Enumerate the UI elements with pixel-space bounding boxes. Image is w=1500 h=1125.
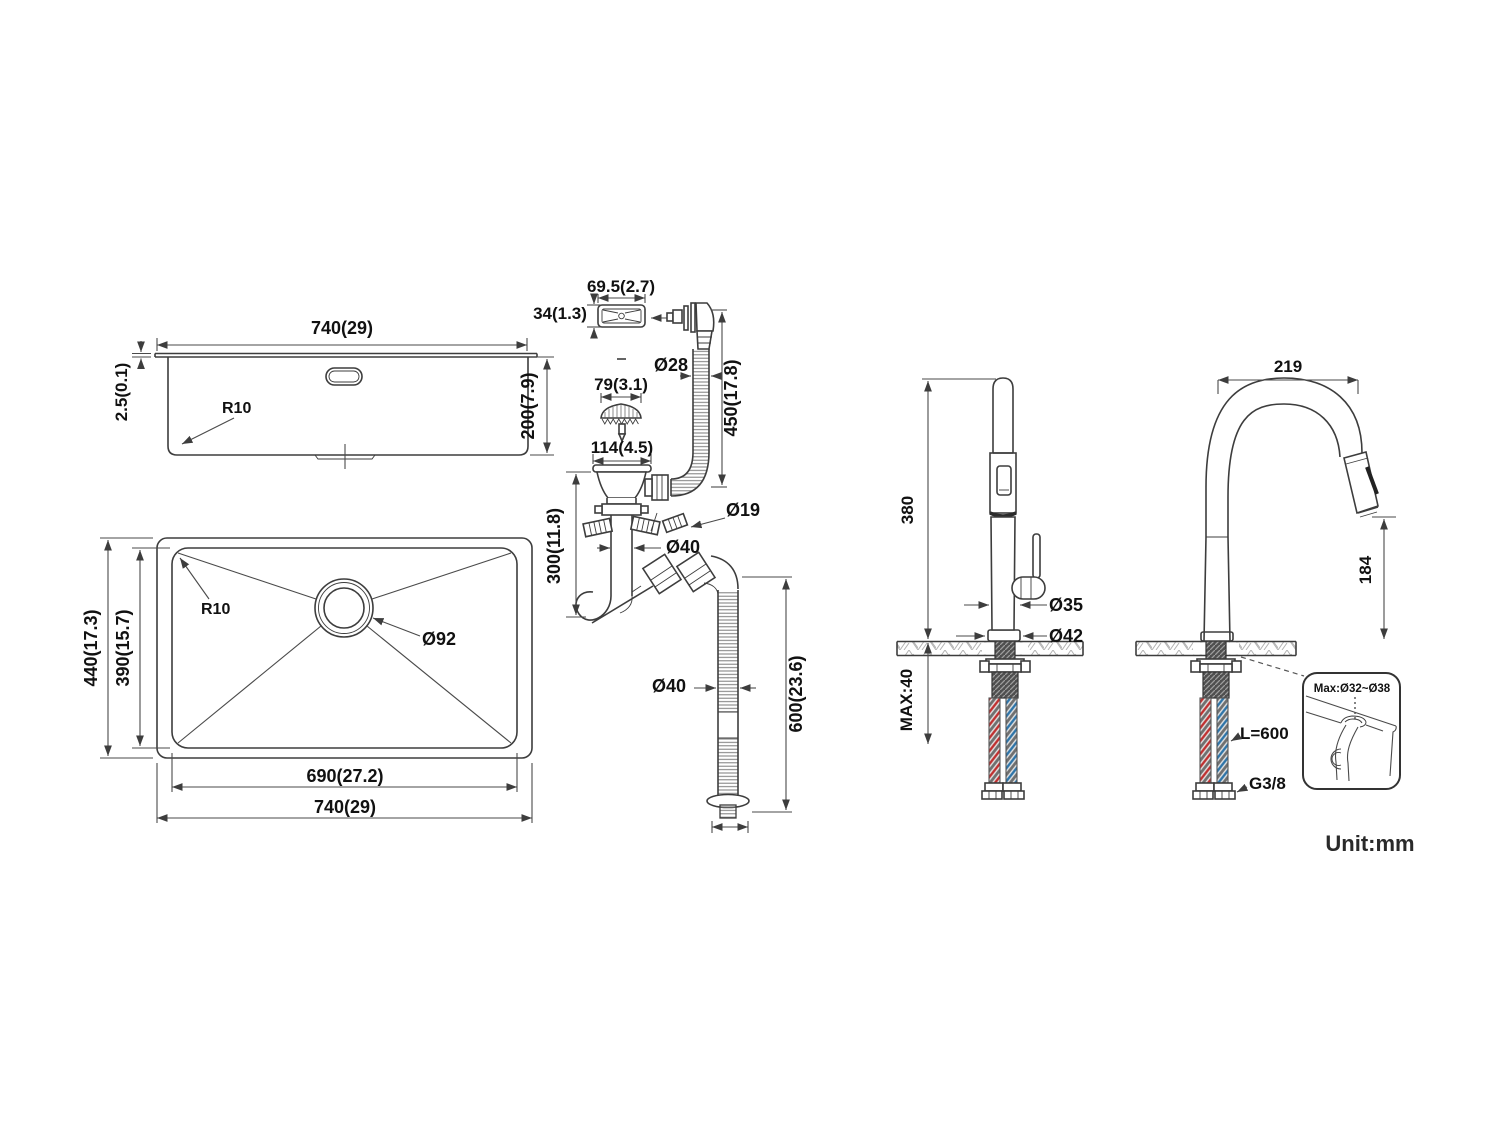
dim-spout-reach: 219	[1274, 357, 1302, 376]
label-drain-diameter: Ø92	[422, 629, 456, 649]
dim-pipe-diameter: Ø40	[666, 537, 700, 557]
faucet-side-view: 219 184 L=600 G3/8 Max:Ø32~Ø38	[1135, 357, 1401, 800]
dim-body-diameter: Ø35	[1049, 595, 1083, 615]
dim-inner-length: 390(15.7)	[113, 609, 133, 686]
handle-hub	[1011, 576, 1046, 600]
threaded-shank	[1205, 640, 1227, 660]
dim-hose-length: 600(23.6)	[786, 655, 806, 732]
cold-supply-hose	[1216, 697, 1229, 784]
spray-button	[996, 465, 1012, 496]
sink-top-view: R10 Ø92 440(17.3) 390(15.7) 690(27.2) 74…	[81, 537, 533, 823]
label-thread-size: G3/8	[1249, 774, 1286, 793]
dim-outer-length: 440(17.3)	[81, 609, 101, 686]
dim-side-width: 740(29)	[311, 318, 373, 338]
cold-supply-hose	[1005, 697, 1018, 784]
dim-side-depth: 200(7.9)	[518, 372, 538, 439]
dim-branch-diameter: Ø19	[726, 500, 760, 520]
label-corner-radius-side: R10	[222, 400, 251, 417]
faucet-base	[987, 629, 1021, 642]
label-hole-range: Max:Ø32~Ø38	[1314, 683, 1391, 695]
dim-strainer-diameter: 79(3.1)	[594, 375, 648, 394]
overflow-cover	[597, 304, 646, 328]
dim-base-diameter: Ø42	[1049, 626, 1083, 646]
dim-trap-height: 300(11.8)	[544, 508, 564, 584]
faucet-front-view: 380 Ø35 Ø42 MAX:40	[896, 377, 1084, 800]
faucet-body	[992, 377, 1014, 453]
faucet-base	[1200, 631, 1234, 642]
dim-outer-width: 740(29)	[314, 797, 376, 817]
dim-overflow-hose-length: 450(17.8)	[721, 359, 741, 436]
overflow-slot	[325, 367, 363, 386]
drain-opening	[314, 578, 374, 638]
dim-spout-height: 184	[1356, 555, 1375, 584]
dim-overflow-height: 34(1.3)	[533, 304, 587, 323]
mounting-hole-callout: Max:Ø32~Ø38	[1302, 672, 1401, 790]
dim-overflow-hose-diameter: Ø28	[654, 355, 688, 375]
sink-side-view: 740(29) 2.5(0.1) R10 200(7.9)	[112, 318, 554, 469]
drain-assembly: 69.5(2.7) 34(1.3) 450(17.8) Ø28	[533, 277, 806, 833]
dim-faucet-height: 380	[898, 496, 917, 524]
dim-hose-diameter: Ø40	[652, 676, 686, 696]
dim-inner-width: 690(27.2)	[306, 766, 383, 786]
label-corner-radius-top: R10	[201, 601, 230, 618]
hot-supply-hose	[988, 697, 1001, 784]
handle-lever	[1032, 533, 1041, 579]
label-supply-hose-length: L=600	[1240, 724, 1289, 743]
dim-counter-max: MAX:40	[897, 669, 916, 731]
drain-flange	[592, 464, 652, 473]
unit-note: Unit:mm	[1325, 831, 1414, 856]
spray-head	[1343, 451, 1379, 515]
dim-overflow-width: 69.5(2.7)	[587, 277, 655, 296]
hot-supply-hose	[1199, 697, 1212, 784]
threaded-shank	[994, 640, 1016, 660]
dim-rim-thickness: 2.5(0.1)	[112, 363, 131, 422]
dim-flange-diameter: 114(4.5)	[591, 438, 653, 457]
